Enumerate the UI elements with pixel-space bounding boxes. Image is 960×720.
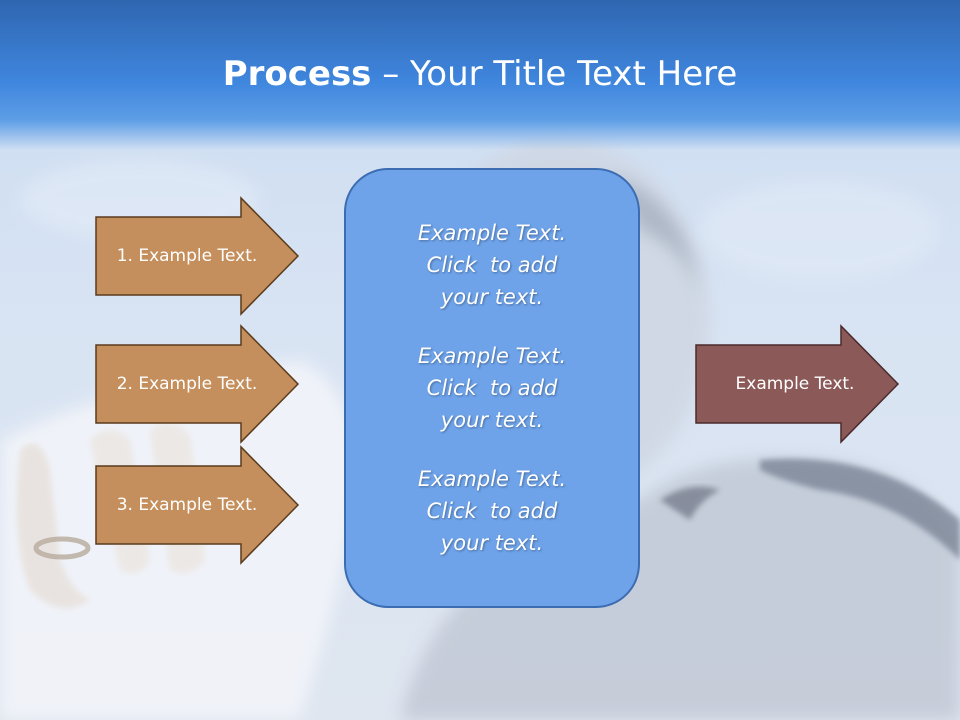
left-arrow-1[interactable]: 1. Example Text.	[95, 196, 300, 316]
center-line: Click to add	[426, 253, 558, 277]
left-arrow-2[interactable]: 2. Example Text.	[95, 324, 300, 444]
title-bar	[0, 0, 960, 150]
center-line: Example Text.	[417, 344, 567, 368]
center-line: your text.	[440, 531, 544, 555]
slide-title[interactable]: Process – Your Title Text Here	[0, 52, 960, 96]
arrow-shape	[95, 445, 300, 565]
center-line: Example Text.	[417, 467, 567, 491]
arrow-shape	[95, 324, 300, 444]
left-arrow-2-label: 2. Example Text.	[116, 374, 258, 394]
center-text-box[interactable]: Example Text. Click to add your text. Ex…	[344, 168, 640, 608]
center-line: your text.	[440, 408, 544, 432]
left-arrow-3-label: 3. Example Text.	[116, 495, 258, 515]
left-arrow-3[interactable]: 3. Example Text.	[95, 445, 300, 565]
arrow-shape	[695, 324, 900, 444]
arrow-shape	[695, 324, 900, 444]
center-line: your text.	[440, 285, 544, 309]
right-arrow-label: Example Text.	[735, 374, 855, 394]
title-bold-part: Process	[222, 54, 372, 94]
left-arrow-1-label: 1. Example Text.	[116, 246, 258, 266]
center-paragraph-2: Example Text. Click to add your text.	[418, 340, 566, 436]
center-paragraph-3: Example Text. Click to add your text.	[418, 463, 566, 559]
arrow-shape	[95, 196, 300, 316]
arrow-shape	[95, 196, 300, 316]
arrow-shape	[95, 445, 300, 565]
arrow-shape	[95, 324, 300, 444]
center-paragraph-1: Example Text. Click to add your text.	[418, 217, 566, 313]
center-line: Click to add	[426, 499, 558, 523]
center-line: Click to add	[426, 376, 558, 400]
right-arrow[interactable]: Example Text.	[695, 324, 900, 444]
title-rest-part: – Your Title Text Here	[371, 54, 738, 94]
center-line: Example Text.	[417, 221, 567, 245]
